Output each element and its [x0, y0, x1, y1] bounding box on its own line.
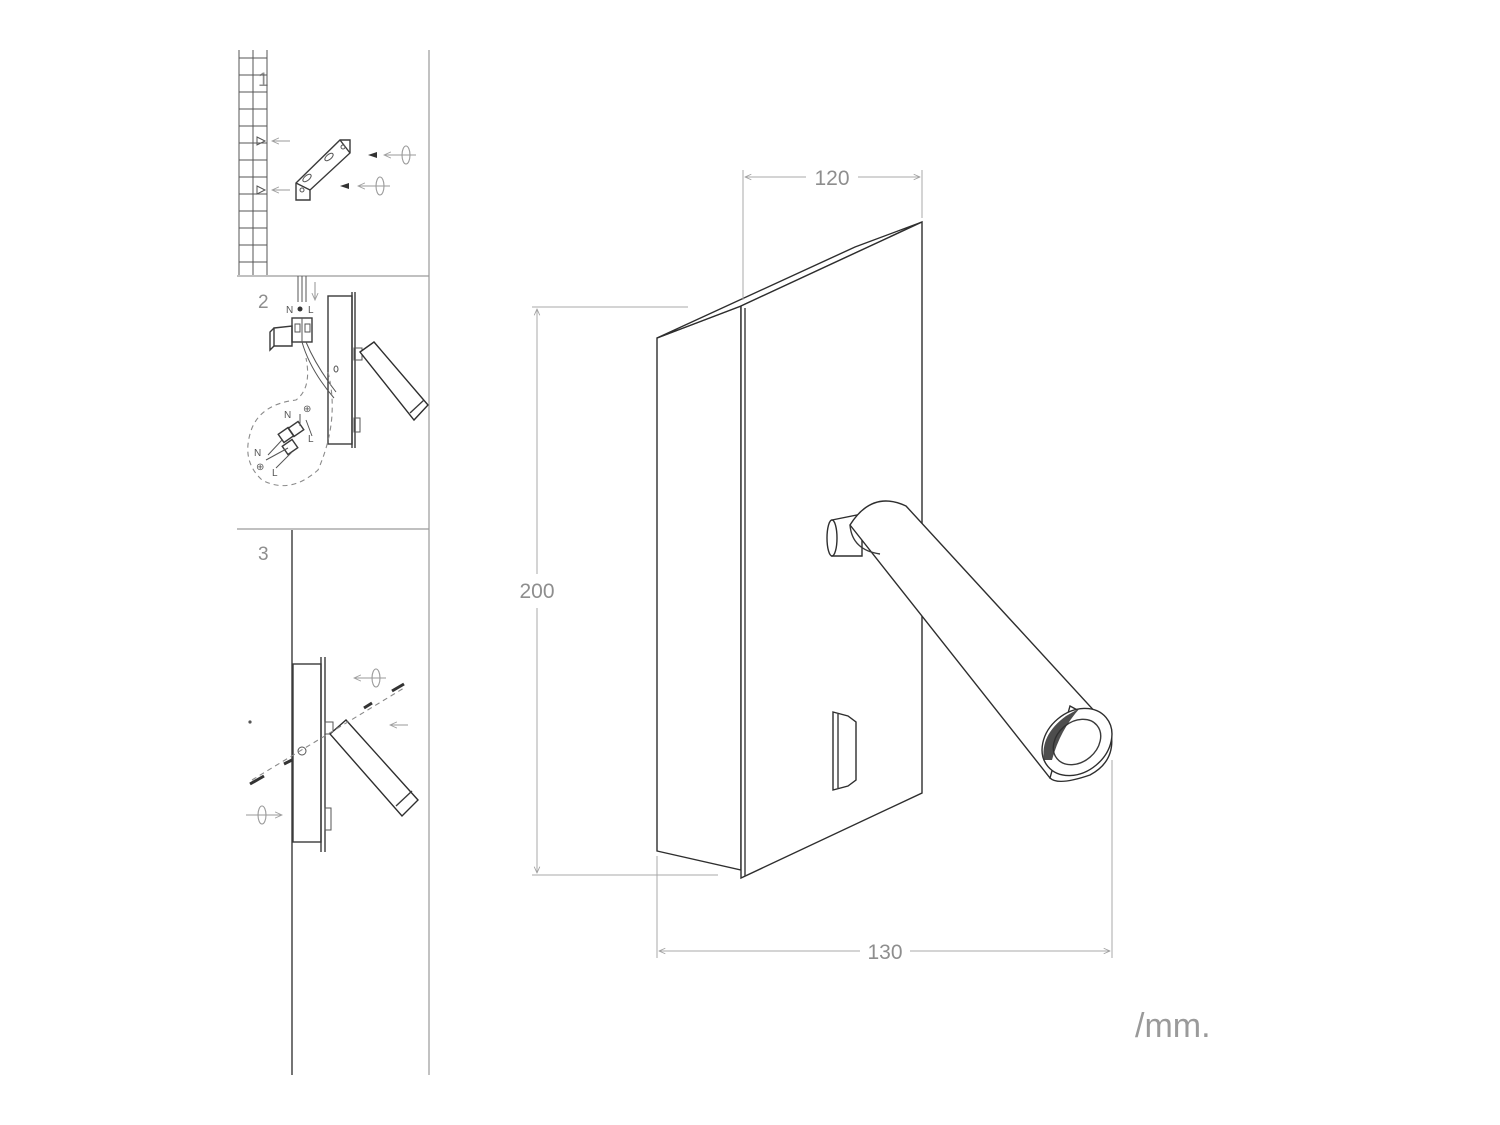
rotate-arrow-icon — [354, 668, 386, 688]
wire-live-label: L — [272, 468, 278, 479]
wall-light-perspective-drawing — [656, 220, 1113, 880]
dimension-120-label: 120 — [814, 167, 849, 190]
wall-plate-side — [656, 304, 742, 871]
step-3-label: 3 — [258, 544, 269, 565]
dimension-depth-bottom: 130 — [656, 760, 1113, 964]
wall-light-side-view — [327, 292, 429, 448]
dimension-200-label: 200 — [519, 580, 554, 603]
wall-anchor-icon — [256, 136, 267, 146]
step-1-label: 1 — [258, 70, 269, 91]
step-1-mount-bracket: 1 — [238, 50, 416, 275]
wall-light-side-view — [292, 657, 419, 852]
wire-neutral-label: N — [286, 305, 293, 316]
wiring-connector-icon — [265, 414, 313, 469]
wire-neutral-label: N — [254, 448, 261, 459]
mounting-bracket-icon — [295, 139, 351, 201]
terminal-block-icon — [291, 317, 313, 343]
instruction-panel-frame — [237, 50, 430, 1075]
dimension-width-top: 120 — [742, 167, 923, 300]
rocker-switch-icon — [832, 711, 857, 791]
dimension-height: 200 — [519, 306, 718, 876]
earth-symbol: ⊕ — [303, 404, 311, 415]
rotate-arrow-icon — [246, 805, 282, 825]
rotate-arrow-icon — [358, 176, 390, 196]
dimension-130-label: 130 — [867, 941, 902, 964]
unit-label: /mm. — [1135, 1007, 1211, 1045]
brick-wall-icon — [238, 50, 268, 275]
step-3-fix-luminaire: 3 — [246, 530, 419, 1075]
mounting-bracket-icon — [269, 325, 293, 352]
wire-live-label: L — [308, 305, 314, 316]
rotate-arrow-icon — [384, 145, 416, 165]
step-2-label: 2 — [258, 292, 269, 313]
wire-live-label: L — [308, 434, 314, 445]
step-2-wiring: 2 N L — [247, 276, 429, 487]
wire-neutral-label: N — [284, 410, 291, 421]
spotlight-tube — [849, 500, 1113, 783]
earth-symbol: ⊕ — [256, 462, 264, 473]
wall-anchor-icon — [256, 185, 267, 195]
screw-icon — [340, 183, 349, 189]
screw-icon — [368, 152, 377, 158]
